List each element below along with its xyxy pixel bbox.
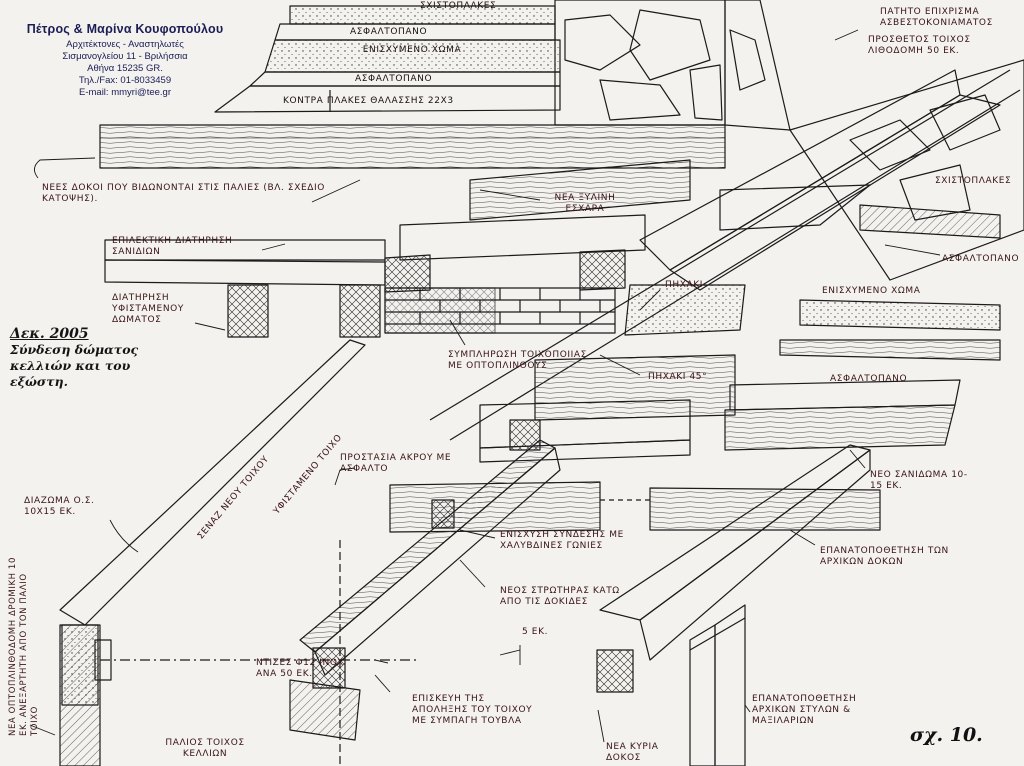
office-stamp: Πέτρος & Μαρίνα Κουφοπούλου Αρχιτέκτονες… [20, 22, 230, 99]
label-inox-bolts: ΝΤΙΖΕΣ Φ12 INOX ΑΝΑ 50 ΕΚ. [256, 658, 344, 679]
label-asfaltopano-mid: ΑΣΦΑΛΤΟΠΑΝΟ [830, 374, 908, 384]
label-pichaki-2: ΠΗΧΑΚΙ 45° [648, 372, 708, 382]
floor-boards [104, 239, 386, 338]
label-new-masonry-vertical: ΝΕΑ ΟΠΤΟΠΛΙΝΘΟΔΟΜΗ ΔΡΟΜΙΚΗ 10 ΕΚ. ΑΝΕΞΑΡ… [8, 557, 40, 736]
label-dim-5: 5 ΕΚ. [522, 627, 549, 637]
email: E-mail: mmyri@tee.gr [79, 87, 171, 98]
drawing-title: Δεκ. 2005 Σύνδεση δώματος κελλιών και το… [10, 326, 138, 390]
center-planks [479, 354, 736, 463]
label-asfaltopano-top: ΑΣΦΑΛΤΟΠΑΝΟ [350, 27, 428, 37]
label-existing-roof-kept: ΔΙΑΤΗΡΗΣΗ ΥΦΙΣΤΑΜΕΝΟΥ ΔΩΜΑΤΟΣ [112, 293, 184, 325]
firm-name: Πέτρος & Μαρίνα Κουφοπούλου [26, 22, 224, 36]
wooden-grate [384, 159, 691, 293]
label-replace-posts: ΕΠΑΝΑΤΟΠΟΘΕΤΗΣΗ ΑΡΧΙΚΩΝ ΣΤΥΛΩΝ & ΜΑΞΙΛΑΡ… [752, 694, 857, 726]
left-wall [59, 339, 420, 766]
top-roof-layers [214, 5, 561, 113]
label-sxistoplakes-right: ΣΧΙΣΤΟΠΛΑΚΕΣ [935, 176, 1012, 186]
label-replace-beams: ΕΠΑΝΑΤΟΠΟΘΕΤΗΣΗ ΤΩΝ ΑΡΧΙΚΩΝ ΔΟΚΩΝ [820, 546, 949, 567]
label-asfaltopano-right: ΑΣΦΑΛΤΟΠΑΝΟ [942, 254, 1020, 264]
label-repair-plaster: ΕΠΙΣΚΕΥΗ ΤΗΣ ΑΠΟΛΗΞΗΣ ΤΟΥ ΤΟΙΧΟΥ ΜΕ ΣΥΜΠ… [412, 694, 533, 726]
label-new-grate: ΝΕΑ ΞΥΛΙΝΗ ΕΣΧΑΡΑ [554, 193, 616, 214]
stone-wall-right [789, 59, 1024, 281]
label-new-beams: ΝΕΕΣ ΔΟΚΟΙ ΠΟΥ ΒΙΔΩΝΟΝΤΑΙ ΣΤΙΣ ΠΑΛΙΕΣ (Β… [42, 183, 325, 204]
label-new-boarding: ΝΕΟ ΣΑΝΙΔΩΜΑ 10-15 ΕΚ. [870, 470, 968, 491]
label-enisxymeno-top: ΕΝΙΣΧΥΜΕΝΟ ΧΩΜΑ [362, 45, 462, 55]
label-asfaltopano-top-2: ΑΣΦΑΛΤΟΠΑΝΟ [355, 74, 433, 84]
leader-lines [29, 29, 941, 743]
right-roof-layers [624, 184, 1001, 451]
label-edge-protection: ΠΡΟΣΤΑΣΙΑ ΑΚΡΟΥ ΜΕ ΑΣΦΑΛΤΟ [340, 453, 452, 474]
label-new-sleeper: ΝΕΟΣ ΣΤΡΩΤΗΡΑΣ ΚΑΤΩ ΑΠΟ ΤΙΣ ΔΟΚΙΔΕΣ [500, 586, 620, 607]
label-diazoma: ΔΙΑΖΩΜΑ Ο.Σ. 10Χ15 ΕΚ. [24, 496, 95, 517]
drawing-date: Δεκ. 2005 [10, 326, 89, 342]
city: Αθήνα 15235 GR. [87, 63, 163, 74]
label-sxistoplakes-top: ΣΧΙΣΤΟΠΛΑΚΕΣ [420, 1, 497, 11]
lower-diagonal-beams [299, 439, 871, 693]
brick-infill [384, 287, 616, 334]
stone-wall-top [554, 0, 791, 131]
sheet-number: σχ. 10. [910, 724, 983, 746]
label-selective-boards: ΕΠΙΛΕΚΤΙΚΗ ΔΙΑΤΗΡΗΣΗ ΣΑΝΙΔΙΩΝ [112, 236, 233, 257]
label-existing-roof: ΠΑΤΗΤΟ ΕΠΙΧΡΙΣΜΑ ΑΣΒΕΣΤΟΚΟΝΙΑΜΑΤΟΣ [880, 7, 993, 28]
label-masonry-fill: ΣΥΜΠΛΗΡΩΣΗ ΤΟΙΧΟΠΟΙΙΑΣ ΜΕ ΟΠΤΟΠΛΙΝΘΟΥΣ [448, 350, 587, 371]
profession: Αρχιτέκτονες - Αναστηλωτές [66, 39, 184, 50]
title-line-2: κελλιών και του [10, 358, 131, 373]
address: Σισμανογλείου 11 - Βριλήσσια [62, 51, 188, 62]
label-steel-angles: ΕΝΙΣΧΥΣΗ ΣΥΝΔΕΣΗΣ ΜΕ ΧΑΛΥΒΔΙΝΕΣ ΓΩΝΙΕΣ [500, 530, 624, 551]
label-pichaki-1: ΠΗΧΑΚΙ [665, 280, 704, 290]
label-new-main-beam: ΝΕΑ ΚΥΡΙΑ ΔΟΚΟΣ [606, 742, 659, 763]
label-new-wall: ΠΡΟΣΘΕΤΟΣ ΤΟΙΧΟΣ ΛΙΘΟΔΟΜΗ 50 ΕΚ. [868, 35, 971, 56]
label-kontra-plakes: ΚΟΝΤΡΑ ΠΛΑΚΕΣ ΘΑΛΑΣΣΗΣ 22Χ3 [283, 96, 454, 106]
title-line-1: Σύνδεση δώματος [10, 342, 139, 357]
label-enisxymeno-right: ΕΝΙΣΧΥΜΕΝΟ ΧΩΜΑ [822, 286, 921, 296]
beam-ends [389, 481, 881, 533]
label-old-wall: ΠΑΛΙΟΣ ΤΟΙΧΟΣ ΚΕΛΛΙΩΝ [165, 738, 245, 759]
timber-plank [99, 124, 726, 169]
phone: Τηλ./Fax: 01-8033459 [78, 75, 172, 86]
posts [689, 604, 746, 766]
title-line-3: εξώστη. [10, 374, 68, 389]
